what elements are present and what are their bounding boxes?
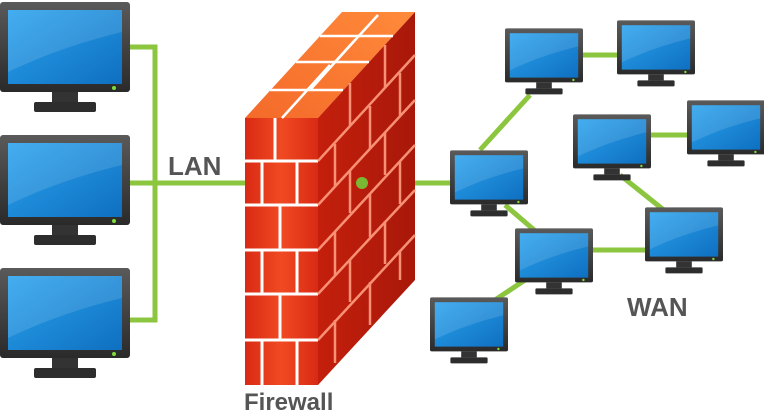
wan-computer-7-monitor-icon <box>515 228 593 295</box>
lan-label: LAN <box>168 151 221 181</box>
lan-computer-2-monitor-icon <box>0 135 130 245</box>
lan-computer-1-monitor-icon <box>0 2 130 112</box>
lan-links <box>128 44 248 323</box>
firewall-label: Firewall <box>244 389 333 416</box>
wan-link-1 <box>478 93 532 152</box>
wan-computer-2-monitor-icon <box>617 20 695 87</box>
lan-computer-3-monitor-icon <box>0 268 130 378</box>
wan-computer-4-monitor-icon <box>687 100 764 167</box>
wan-computer-6-monitor-icon <box>645 207 723 274</box>
wan-computer-5-monitor-icon <box>450 150 528 217</box>
wan-computer-8-monitor-icon <box>430 297 508 364</box>
wan-label: WAN <box>627 292 688 322</box>
wan-computer-3-monitor-icon <box>573 114 651 181</box>
firewall-port-node <box>356 177 368 189</box>
firewall-brick-wall-icon <box>245 12 416 385</box>
wan-link-4 <box>493 277 527 303</box>
wan-computer-1-monitor-icon <box>505 28 583 95</box>
